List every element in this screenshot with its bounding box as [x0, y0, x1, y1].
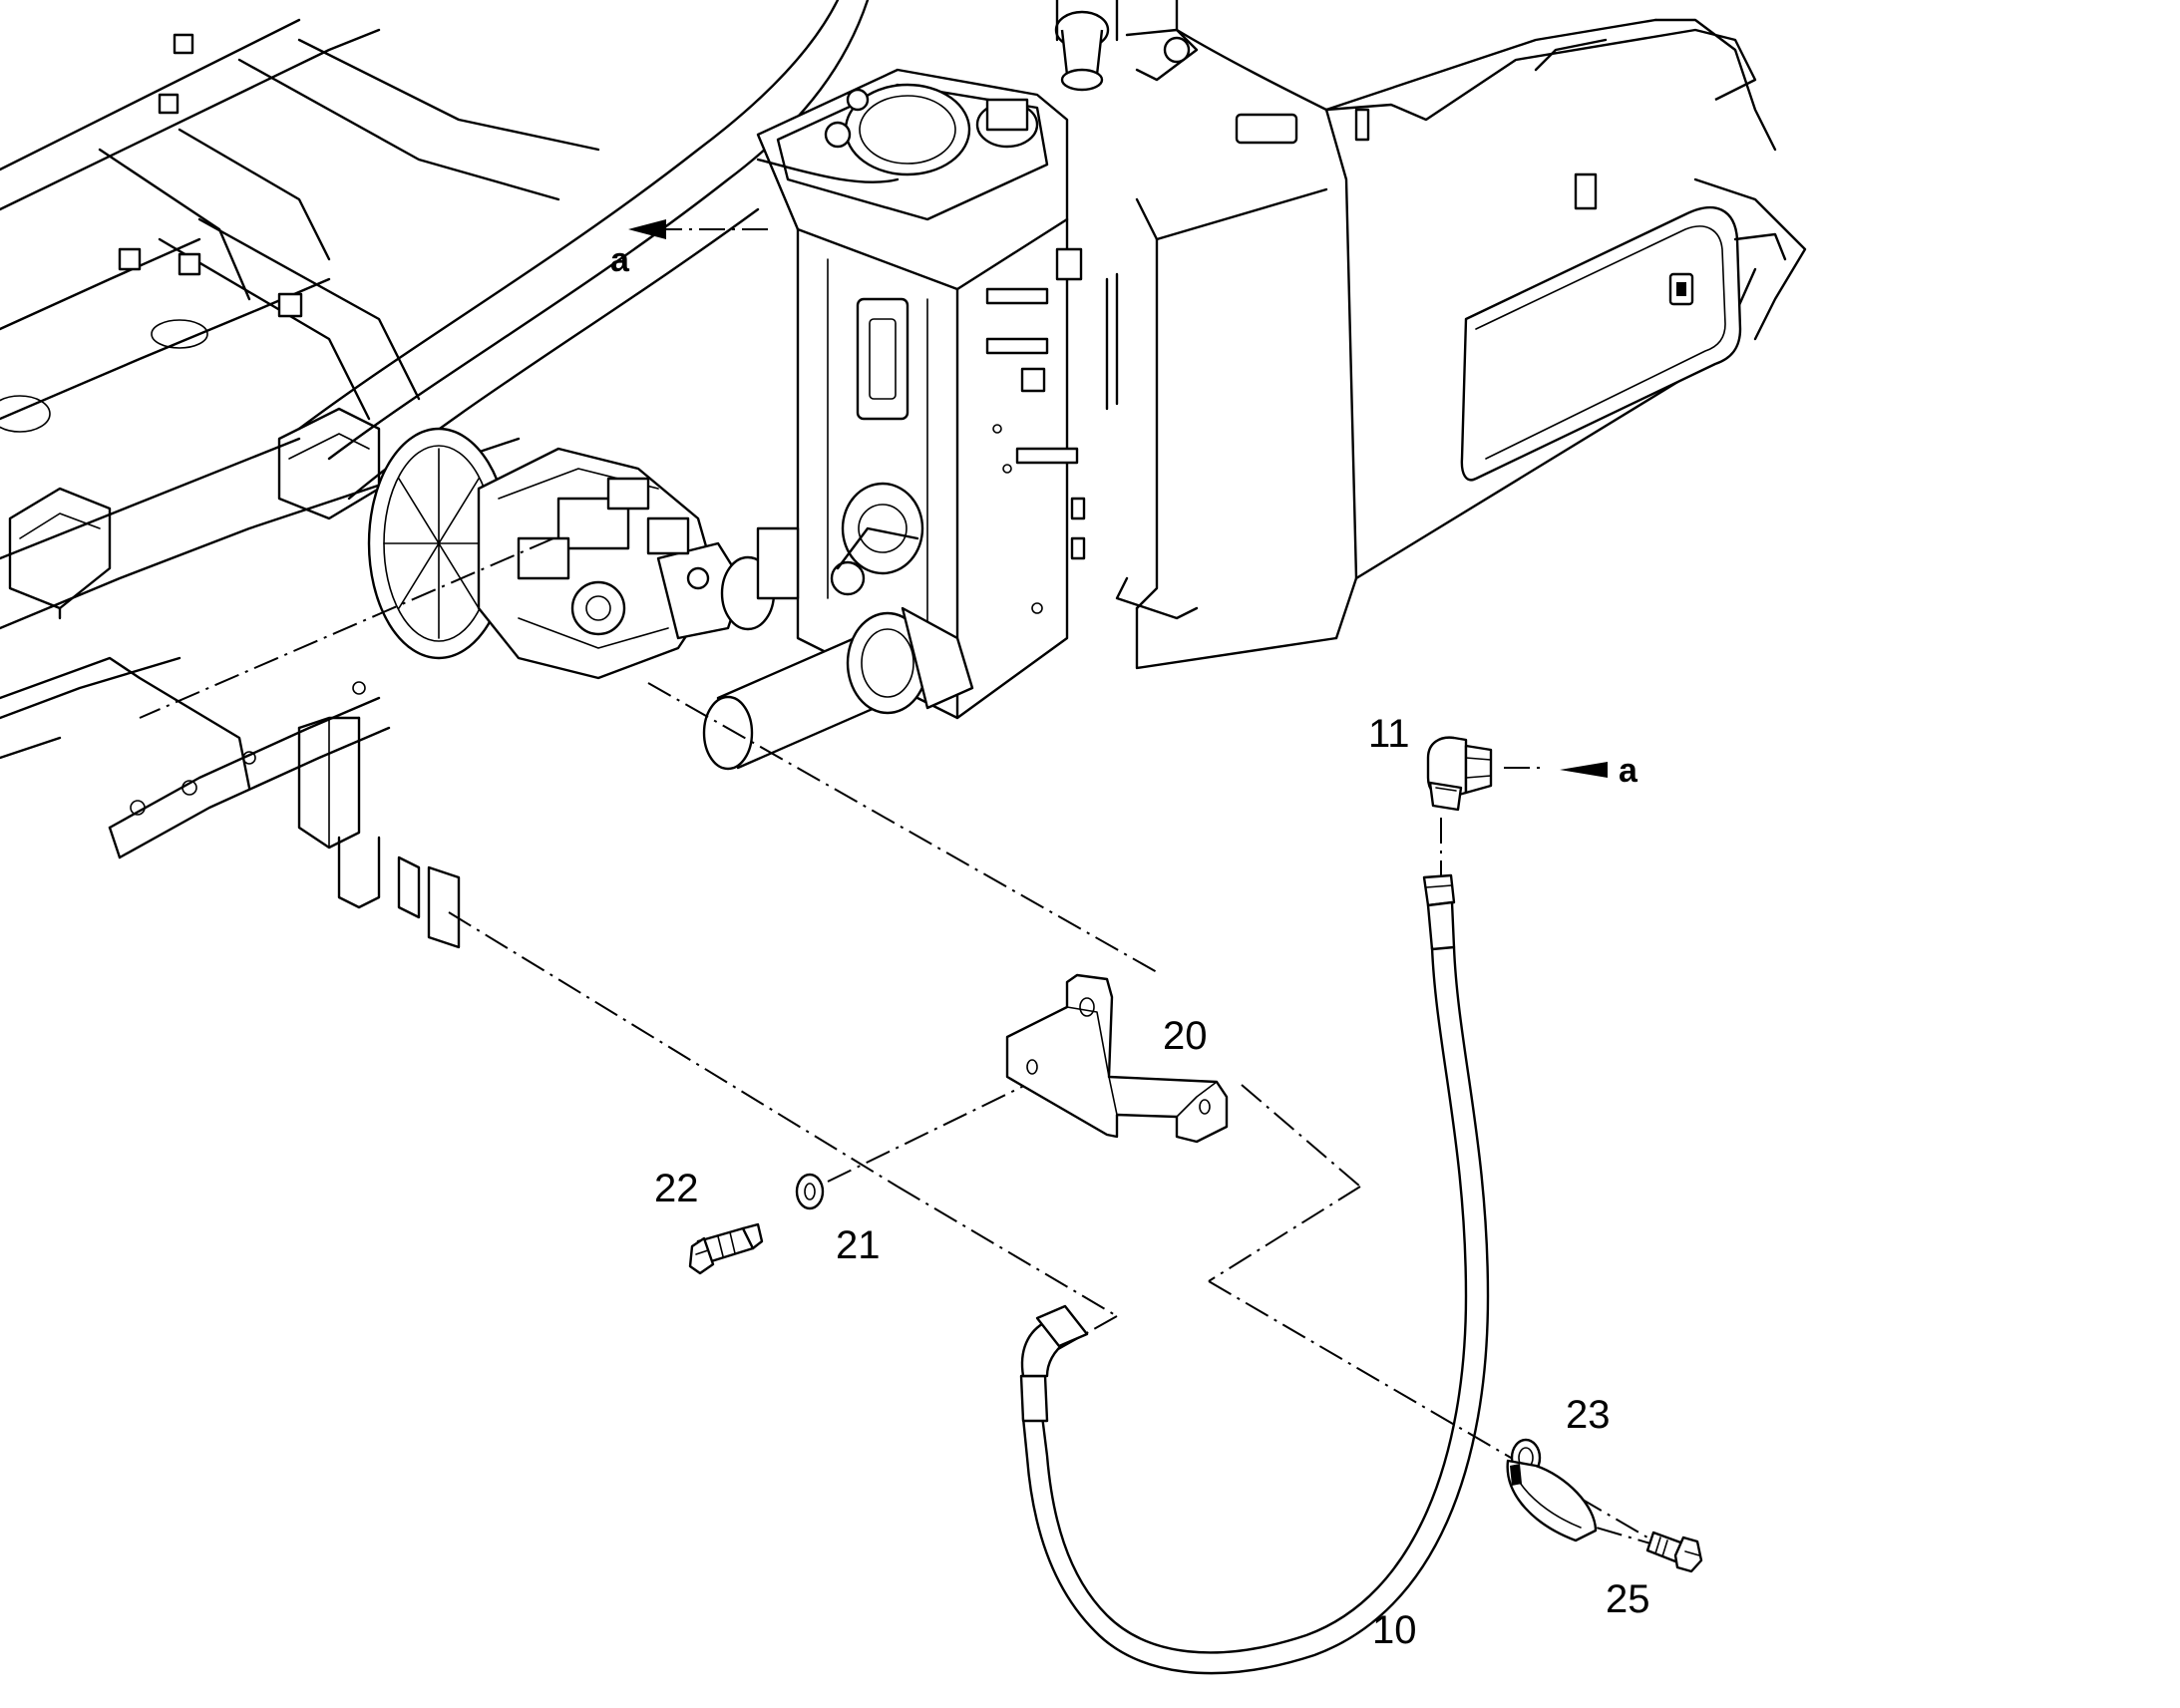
callout-10: 10	[1372, 1608, 1417, 1652]
bolt	[688, 1222, 764, 1275]
washer	[795, 1173, 825, 1210]
reference-marker-upper: a	[610, 241, 630, 279]
hydraulic-hose	[1019, 873, 1490, 1675]
callout-labels: 11 20 22 21 23 25 10	[654, 712, 1650, 1652]
callout-20: 20	[1163, 1014, 1208, 1058]
hose-clamp	[1506, 1438, 1598, 1542]
reference-arrow-lower: a	[1560, 752, 1638, 790]
reference-marker-lower: a	[1619, 752, 1638, 790]
tank-block	[756, 0, 1199, 720]
callout-25: 25	[1606, 1577, 1650, 1621]
outlet-tube	[702, 526, 974, 771]
elbow-fitting	[1426, 736, 1493, 812]
callout-23: 23	[1566, 1393, 1611, 1437]
reference-arrow-upper: a	[610, 219, 768, 279]
chassis-frame	[0, 0, 870, 949]
callout-21: 21	[836, 1223, 881, 1267]
clamp-bolt	[1645, 1531, 1703, 1573]
callout-11: 11	[1368, 712, 1410, 756]
callout-22: 22	[654, 1167, 699, 1210]
assembly-lines	[139, 537, 1696, 1566]
hydraulic-pump	[367, 427, 776, 680]
housing-cover	[1115, 0, 1807, 670]
mounting-bracket	[1005, 973, 1229, 1144]
